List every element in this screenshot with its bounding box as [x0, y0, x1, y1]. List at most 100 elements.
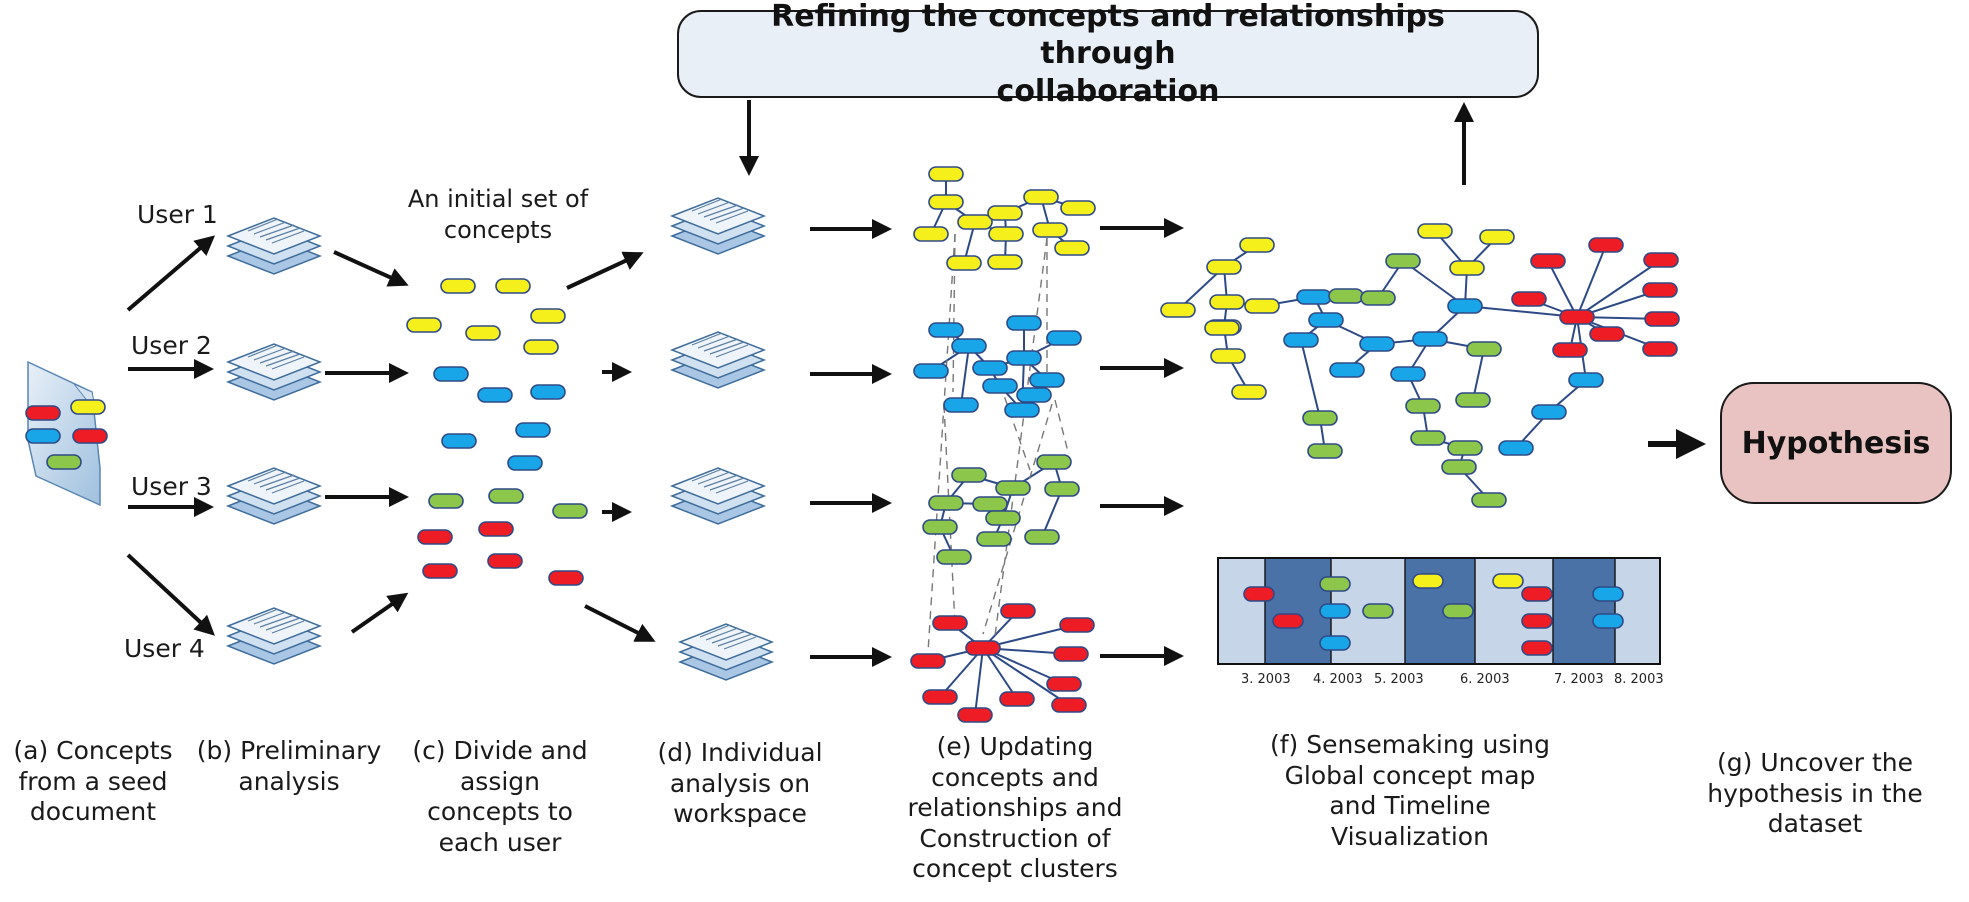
- caption-c: (c) Divide and assign concepts to each u…: [412, 736, 588, 857]
- blue-concept-node: [433, 366, 469, 382]
- dashed-correspondence-line: [927, 233, 956, 653]
- red-concept-node: [1530, 253, 1566, 269]
- concept-link: [982, 647, 1070, 706]
- blue-concept-node: [1004, 402, 1040, 418]
- concept-link: [1041, 488, 1063, 538]
- yellow-concept-node: [406, 317, 442, 333]
- document-stack-icon: [671, 331, 765, 389]
- user-3-label: User 3: [131, 472, 212, 501]
- green-concept-node: [1307, 443, 1343, 459]
- yellow-concept-node: [1239, 237, 1275, 253]
- blue-concept-node: [1359, 336, 1395, 352]
- green-concept-node: [1441, 459, 1477, 475]
- dashed-correspondence-line: [999, 383, 1031, 471]
- blue-concept-node: [951, 338, 987, 354]
- blue-concept-node: [1296, 289, 1332, 305]
- red-concept-node: [1053, 646, 1089, 662]
- arrow-layer: [126, 100, 1706, 667]
- red-concept-node: [1521, 640, 1553, 656]
- blue-concept-node: [1568, 372, 1604, 388]
- green-concept-node: [928, 495, 964, 511]
- yellow-concept-node: [1231, 384, 1267, 400]
- red-concept-node: [1643, 252, 1679, 268]
- green-concept-node: [428, 493, 464, 509]
- red-concept-node: [1521, 586, 1553, 602]
- red-concept-node: [922, 689, 958, 705]
- green-concept-node: [972, 496, 1008, 512]
- concept-link: [974, 647, 984, 716]
- yellow-concept-node: [495, 278, 531, 294]
- yellow-concept-node: [1209, 294, 1245, 310]
- yellow-concept-node: [465, 325, 501, 341]
- red-concept-node: [1000, 603, 1036, 619]
- red-concept-node: [487, 553, 523, 569]
- blue-concept-node: [1329, 362, 1365, 378]
- red-concept-node: [422, 563, 458, 579]
- flow-arrow: [126, 235, 216, 312]
- document-stack-icon: [227, 607, 321, 665]
- initial-set-label: An initial set of concepts: [407, 185, 589, 245]
- timeline-tick: 4. 2003: [1313, 672, 1363, 687]
- red-concept-node: [1243, 586, 1275, 602]
- blue-concept-node: [972, 360, 1008, 376]
- document-stack-icon: [679, 623, 773, 681]
- flow-arrow: [584, 604, 656, 642]
- blue-concept-node: [1308, 312, 1344, 328]
- red-concept-node: [1589, 326, 1625, 342]
- dashed-correspondence-line: [982, 403, 1053, 635]
- blue-concept-node: [1319, 635, 1351, 651]
- red-concept-node: [548, 570, 584, 586]
- flow-arrow: [333, 250, 409, 287]
- green-concept-node: [1466, 341, 1502, 357]
- yellow-concept-node: [988, 226, 1024, 242]
- blue-concept-node: [507, 455, 543, 471]
- yellow-concept-node: [1023, 189, 1059, 205]
- green-concept-node: [936, 549, 972, 565]
- document-stack-layer: [27, 197, 773, 681]
- green-concept-node: [1410, 430, 1446, 446]
- red-concept-node: [1559, 309, 1595, 325]
- blue-concept-node: [1016, 387, 1052, 403]
- green-concept-node: [1442, 603, 1474, 619]
- blue-concept-node: [943, 397, 979, 413]
- caption-e: (e) Updating concepts and relationships …: [907, 732, 1123, 883]
- dashed-correspondence-line: [952, 233, 956, 393]
- yellow-concept-node: [913, 226, 949, 242]
- dashed-correspondence-line: [943, 404, 956, 626]
- red-concept-node: [1642, 341, 1678, 357]
- blue-concept-node: [530, 384, 566, 400]
- concept-node-layer: [25, 166, 1680, 723]
- blue-concept-node: [25, 428, 61, 444]
- red-concept-node: [1642, 282, 1678, 298]
- hypothesis-label: Hypothesis: [1741, 425, 1931, 461]
- red-concept-node: [1046, 676, 1082, 692]
- blue-concept-node: [1412, 331, 1448, 347]
- yellow-concept-node: [1054, 240, 1090, 256]
- green-concept-node: [976, 531, 1012, 547]
- yellow-concept-node: [1160, 302, 1196, 318]
- blue-concept-node: [1498, 440, 1534, 456]
- green-concept-node: [488, 488, 524, 504]
- caption-d: (d) Individual analysis on workspace: [657, 738, 823, 828]
- yellow-concept-node: [1492, 573, 1524, 589]
- yellow-concept-node: [1412, 573, 1444, 589]
- user-4-label: User 4: [124, 634, 205, 663]
- green-concept-node: [951, 467, 987, 483]
- blue-concept-node: [1029, 372, 1065, 388]
- concept-link: [1576, 259, 1662, 318]
- flow-arrow: [350, 592, 409, 634]
- refining-concepts-banner: Refining the concepts and relationships …: [677, 0, 1539, 109]
- yellow-concept-node: [1032, 222, 1068, 238]
- banner-text: Refining the concepts and relationships …: [771, 0, 1445, 109]
- green-concept-node: [985, 510, 1021, 526]
- timeline-month-band: [1553, 559, 1615, 663]
- caption-a: (a) Concepts from a seed document: [13, 736, 173, 826]
- yellow-concept-node: [440, 278, 476, 294]
- concept-link: [960, 345, 970, 406]
- blue-concept-node: [1390, 366, 1426, 382]
- blue-concept-node: [441, 433, 477, 449]
- red-concept-node: [1588, 237, 1624, 253]
- green-concept-node: [1471, 492, 1507, 508]
